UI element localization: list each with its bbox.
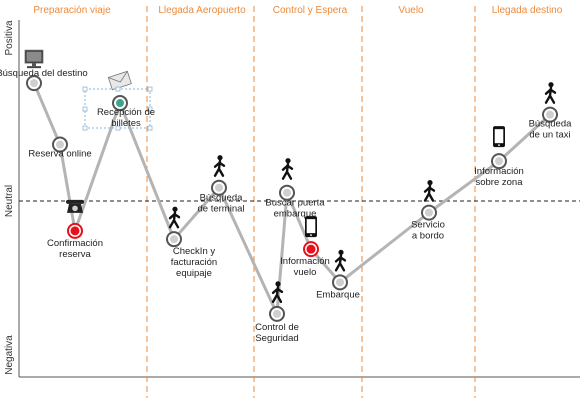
touchpoint-label-line: Embarque: [316, 289, 360, 300]
touchpoint-label: Embarque: [316, 289, 360, 300]
selection-handle[interactable]: [115, 86, 121, 92]
touchpoint-label-line: Seguridad: [255, 333, 298, 344]
touchpoint-label-line: Búsqueda: [200, 193, 244, 204]
touchpoint-node[interactable]: [211, 179, 227, 196]
touchpoint-label-line: facturación: [171, 257, 217, 268]
person-walking-icon: [213, 155, 226, 177]
touchpoint-label-line: embarque: [274, 209, 317, 220]
person-walking-icon: [168, 206, 181, 229]
phase-label-llegada-aeropuerto: Llegada Aeropuerto: [158, 5, 246, 16]
phase-label-llegada-destino: Llegada destino: [492, 5, 563, 16]
touchpoint-label-line: CheckIn y: [173, 246, 215, 257]
touchpoint-node[interactable]: [26, 75, 42, 92]
person-walking-icon: [271, 281, 284, 304]
touchpoint-label-line: billetes: [111, 118, 141, 129]
touchpoint-node[interactable]: [421, 204, 437, 221]
envelope-icon: [107, 70, 132, 91]
selection-handle[interactable]: [115, 125, 121, 131]
touchpoint-node[interactable]: [52, 136, 68, 153]
touchpoint-label: Búsqueda del destino: [0, 68, 88, 79]
selection-handle[interactable]: [147, 125, 153, 131]
touchpoint-label-line: sobre zona: [475, 177, 523, 188]
person-walking-icon: [544, 82, 557, 104]
touchpoint-label-line: equipaje: [176, 268, 212, 279]
touchpoint-node[interactable]: [166, 231, 182, 248]
touchpoint-label-line: Información: [474, 166, 524, 177]
touchpoint-node[interactable]: [269, 305, 285, 322]
phase-label-vuelo: Vuelo: [398, 5, 424, 16]
touchpoint-label-line: Búsqueda: [529, 119, 573, 130]
mobile-phone-icon: [305, 216, 317, 238]
touchpoint-label-line: vuelo: [294, 267, 317, 278]
selection-handle[interactable]: [147, 106, 153, 112]
touchpoint-label-line: Confirmación: [47, 238, 103, 249]
touchpoint-node[interactable]: [279, 184, 295, 201]
touchpoint-node-highlight[interactable]: [303, 241, 319, 258]
touchpoint-node[interactable]: [332, 274, 348, 291]
touchpoint-label-line: Control de: [255, 322, 299, 333]
selection-handle[interactable]: [147, 86, 153, 92]
phase-label-control-espera: Control y Espera: [273, 5, 348, 16]
touchpoint-label-line: Reserva online: [28, 149, 91, 160]
touchpoint-label-line: reserva: [59, 249, 91, 260]
touchpoint-node[interactable]: [112, 95, 128, 112]
touchpoint-node[interactable]: [491, 153, 507, 170]
selection-handle[interactable]: [82, 125, 88, 131]
touchpoint-label-line: de un taxi: [529, 130, 570, 141]
telephone-icon: [66, 199, 84, 213]
phase-label-preparacion: Preparación viaje: [33, 5, 111, 16]
touchpoint-label-line: Buscar puerta: [265, 198, 325, 209]
touchpoint-node[interactable]: [542, 106, 558, 123]
person-walking-icon: [423, 180, 436, 202]
person-walking-icon: [334, 249, 347, 272]
touchpoint-label-line: Información: [280, 256, 330, 267]
person-walking-icon: [281, 158, 294, 180]
touchpoint-label-line: a bordo: [412, 231, 444, 242]
selection-handle[interactable]: [82, 86, 88, 92]
touchpoint-label-line: Búsqueda del destino: [0, 68, 88, 79]
axis-label-positive: Positiva: [4, 20, 15, 55]
touchpoint-label-line: de terminal: [198, 204, 245, 215]
touchpoint-label-line: Recepción de: [97, 107, 155, 118]
selection-handle[interactable]: [82, 106, 88, 112]
axis-label-negative: Negativa: [4, 335, 15, 375]
mobile-phone-icon: [493, 126, 505, 148]
axis-label-neutral: Neutral: [4, 185, 15, 217]
touchpoint-label: Reserva online: [28, 149, 91, 160]
touchpoint-label-line: Servicio: [411, 220, 445, 231]
computer-icon: [24, 49, 44, 69]
touchpoint-node-highlight[interactable]: [67, 222, 83, 239]
